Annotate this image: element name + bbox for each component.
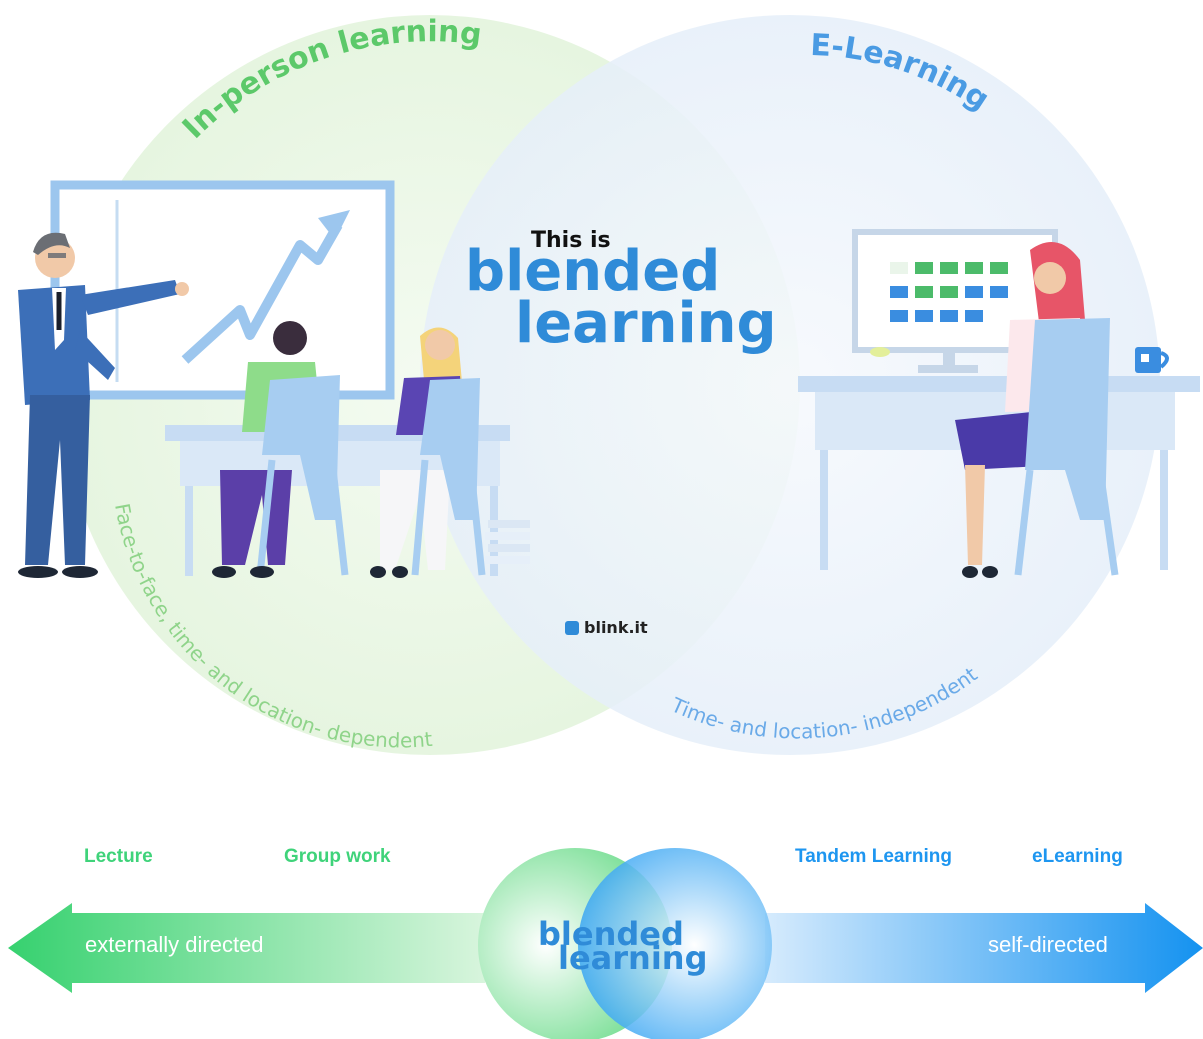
students-at-desk-illustration bbox=[212, 321, 530, 578]
center-blended-learning: This is blended learning bbox=[455, 226, 777, 376]
externally-directed-text: externally directed bbox=[85, 932, 264, 957]
self-directed-text: self-directed bbox=[988, 932, 1108, 957]
presenter-illustration bbox=[18, 232, 189, 578]
center-small-text: This is bbox=[531, 228, 611, 253]
woman-at-computer-illustration bbox=[798, 229, 1200, 578]
label-tandem-learning: Tandem Learning bbox=[795, 846, 952, 867]
center-line-1: blended bbox=[465, 239, 721, 304]
label-group-work: Group work bbox=[284, 846, 391, 867]
brand-icon bbox=[565, 621, 579, 635]
brand-logo: blink.it bbox=[565, 618, 648, 637]
center-line-2: learning bbox=[515, 291, 777, 356]
label-elearning: eLearning bbox=[1032, 846, 1123, 867]
externally-directed-arrow bbox=[8, 903, 485, 993]
self-directed-arrow bbox=[765, 903, 1203, 993]
spectrum-center-line-2: learning bbox=[558, 939, 708, 977]
spectrum-center-line-1: blended bbox=[538, 915, 684, 953]
whiteboard-chart-icon bbox=[50, 180, 395, 400]
mug-icon bbox=[1135, 347, 1169, 373]
center-blue-circle bbox=[578, 848, 772, 1039]
label-lecture: Lecture bbox=[84, 846, 153, 867]
brand-name: blink.it bbox=[584, 618, 648, 637]
